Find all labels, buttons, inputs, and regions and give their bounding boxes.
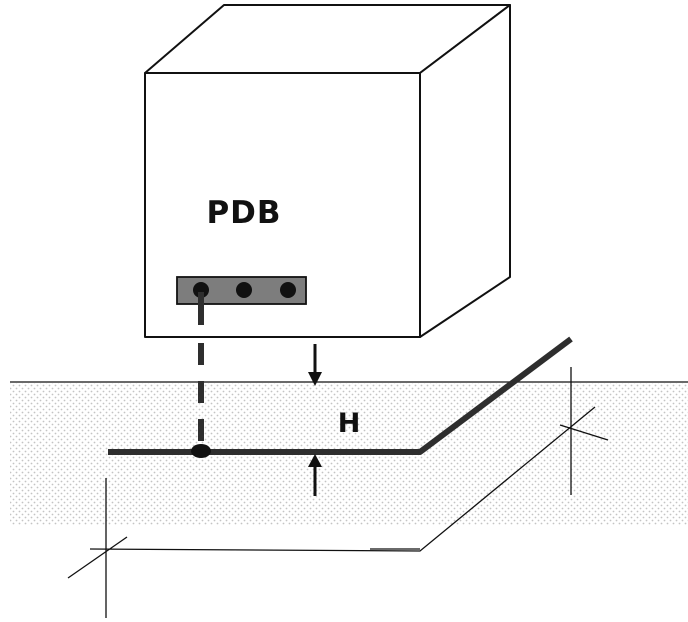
terminal-dot-1 <box>193 282 209 298</box>
terminal-dot-2 <box>236 282 252 298</box>
dimension-lines <box>67 367 609 618</box>
depth-label: H <box>338 408 361 439</box>
pdb-box <box>144 4 511 338</box>
depth-arrow-up <box>308 454 322 496</box>
dimension-line <box>89 406 596 552</box>
terminal-dot-3 <box>280 282 296 298</box>
dimension-tick-right <box>559 424 609 441</box>
pdb-label: PDB <box>206 195 281 231</box>
junction-dot <box>191 444 211 458</box>
pdb-box-front <box>144 72 421 338</box>
earth-conductor <box>108 336 573 455</box>
depth-arrow-down <box>308 344 322 386</box>
dimension-tick-left <box>67 536 128 579</box>
